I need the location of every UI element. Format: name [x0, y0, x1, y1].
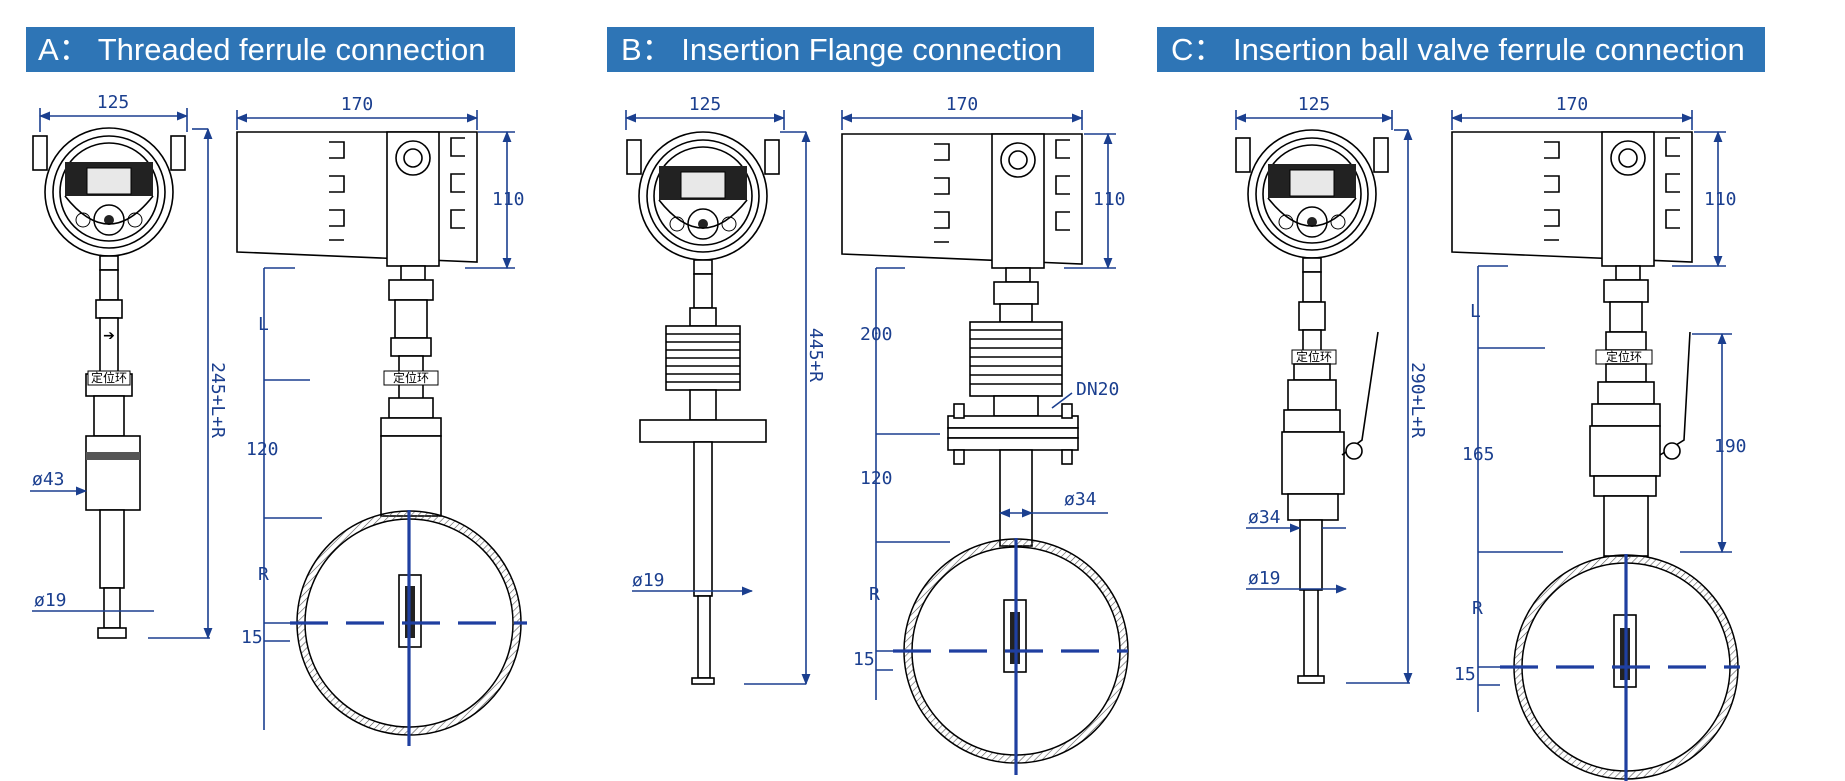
panel-b-width-side: 170: [946, 94, 979, 115]
panel-a-R: R: [258, 564, 269, 585]
panel-b-dn20: DN20: [1076, 379, 1119, 400]
panel-a-L: L: [258, 314, 269, 335]
panel-a-d43: ø43: [32, 469, 65, 490]
panel-a-height-head: 110: [492, 189, 525, 210]
panel-a-ring-label: 定位环: [91, 370, 127, 385]
panel-c-190: 190: [1714, 436, 1747, 457]
panel-a-d19: ø19: [34, 590, 67, 611]
panel-c-width-front: 125: [1298, 94, 1331, 115]
panel-a-drawing: 定位环 ➔ 125 245+L+R ø43 ø19 定位环: [30, 92, 527, 746]
panel-c-d34: ø34: [1248, 507, 1281, 528]
svg-text:定位环: 定位环: [393, 370, 429, 385]
panel-b-width-front: 125: [689, 94, 722, 115]
panel-a-width-side: 170: [341, 94, 374, 115]
panel-b-height-head: 110: [1093, 189, 1126, 210]
panel-b-R: R: [869, 584, 880, 605]
panel-a-total: 245+L+R: [207, 362, 228, 438]
panel-b-title: B： Insertion Flange connection: [607, 27, 1094, 72]
panel-c-width-side: 170: [1556, 94, 1589, 115]
panel-c-ring-label: 定位环: [1296, 349, 1332, 364]
panel-b-total: 445+R: [805, 328, 826, 382]
panel-c-15: 15: [1454, 664, 1476, 685]
panel-b-200: 200: [860, 324, 893, 345]
panel-c-title: C： Insertion ball valve ferrule connecti…: [1157, 27, 1765, 72]
panel-c-total: 290+L+R: [1407, 362, 1428, 438]
panel-c-165: 165: [1462, 444, 1495, 465]
svg-text:➔: ➔: [103, 328, 115, 344]
panel-c-height-head: 110: [1704, 189, 1737, 210]
panel-b-d34: ø34: [1064, 489, 1097, 510]
panel-c-d19: ø19: [1248, 568, 1281, 589]
panel-b-15: 15: [853, 649, 875, 670]
panel-a-120: 120: [246, 439, 279, 460]
panel-c-L: L: [1470, 301, 1481, 322]
panel-b-drawing: ø19 125 445+R ø34 DN20: [624, 94, 1129, 775]
panel-a-title: A： Threaded ferrule connection: [26, 27, 515, 72]
panel-c-drawing: 定位环 ø34 ø19 125 290+L+R 定位环: [1234, 94, 1747, 781]
panel-a-width-front: 125: [97, 92, 130, 113]
panel-a-15: 15: [241, 627, 263, 648]
panel-b-120: 120: [860, 468, 893, 489]
panel-c-R: R: [1472, 598, 1483, 619]
panel-b-d19: ø19: [632, 570, 665, 591]
svg-text:定位环: 定位环: [1606, 349, 1642, 364]
